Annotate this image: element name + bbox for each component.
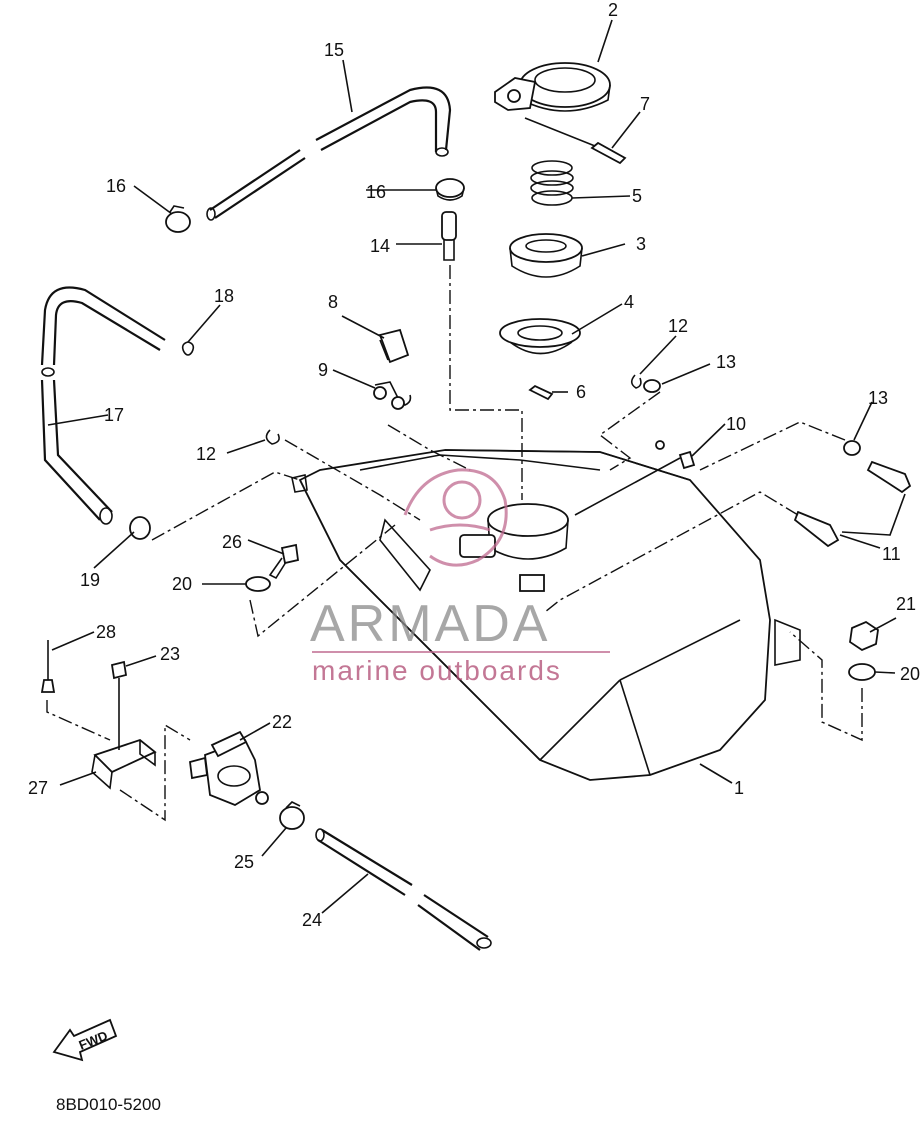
label-part-27: 27 [28,778,48,798]
ring-part-3[interactable] [509,233,583,278]
label-part-22: 22 [272,712,292,732]
washer-part-13-right[interactable] [598,379,661,471]
fitting-part-14[interactable] [441,211,523,500]
clip-part-18[interactable] [181,341,195,356]
clip-part-25[interactable] [279,801,305,830]
label-part-21: 21 [896,594,916,614]
label-part-8: 8 [328,292,338,312]
leader-lines [47,19,897,914]
washer-part-12-left[interactable] [265,429,421,521]
label-part-20-left: 20 [172,574,192,594]
label-part-7: 7 [640,94,650,114]
bolt-part-11-upper[interactable] [866,460,912,494]
washer-part-20-right[interactable] [789,631,876,742]
label-part-24: 24 [302,910,322,930]
gasket-part-4[interactable] [499,318,581,355]
watermark-tagline: marine outboards [312,655,562,686]
nut-part-21[interactable] [849,620,879,652]
label-part-17: 17 [104,405,124,425]
watermark-brand: ARMADA [310,595,550,653]
label-part-28: 28 [96,622,116,642]
filler-cap-part-2[interactable] [494,62,611,112]
hose-part-24[interactable] [315,828,492,951]
grommet-part-10[interactable] [574,440,696,516]
label-part-25: 25 [234,852,254,872]
bolt-part-26[interactable] [268,543,300,580]
label-part-2: 2 [608,0,618,20]
washer-part-20-left[interactable] [245,524,396,638]
label-part-18: 18 [214,286,234,306]
hose-part-15[interactable] [206,86,452,221]
armada-watermark: ARMADA marine outboards [310,468,610,686]
label-part-4: 4 [624,292,634,312]
label-part-13-far: 13 [868,388,888,408]
label-part-3: 3 [636,234,646,254]
clip-part-16-center[interactable] [435,178,465,201]
rivet-part-28[interactable] [40,640,191,822]
washer-part-13-far[interactable] [843,440,861,456]
spring-part-5[interactable] [530,160,574,206]
forward-direction-arrow-icon: FWD [52,1018,118,1062]
label-part-14: 14 [370,236,390,256]
label-part-10: 10 [726,414,746,434]
pin-part-6[interactable] [528,384,554,401]
label-part-1: 1 [734,778,744,798]
armada-logo-icon [403,468,508,567]
label-part-12-left: 12 [196,444,216,464]
label-part-20-right: 20 [900,664,920,684]
clip-part-19[interactable] [129,471,301,541]
label-part-13-right: 13 [716,352,736,372]
bolt-part-11-lower[interactable] [544,421,906,613]
bracket-part-27[interactable] [91,738,157,790]
washer-part-12-right[interactable] [630,374,642,389]
label-part-15: 15 [324,40,344,60]
fuel-cock-part-22[interactable] [189,730,269,807]
label-part-19: 19 [80,570,100,590]
clip-part-16-left[interactable] [165,205,191,233]
label-part-16-center: 16 [366,182,386,202]
label-part-5: 5 [632,186,642,206]
vent-part-9[interactable] [373,381,471,471]
label-part-11: 11 [882,544,901,564]
screw-part-23[interactable] [110,660,128,750]
pin-part-7[interactable] [524,117,627,165]
fwd-label: FWD [77,1028,110,1053]
part-number-labels: 2 7 5 3 4 12 13 6 10 13 11 15 16 16 14 1… [28,0,920,930]
label-part-23: 23 [160,644,180,664]
label-part-12-right: 12 [668,316,688,336]
label-part-16-left: 16 [106,176,126,196]
cap-part-8[interactable] [378,328,410,364]
label-part-6: 6 [576,382,586,402]
hose-part-17[interactable] [40,286,166,525]
diagram-code: 8BD010-5200 [56,1095,161,1114]
label-part-9: 9 [318,360,328,380]
label-part-26: 26 [222,532,242,552]
